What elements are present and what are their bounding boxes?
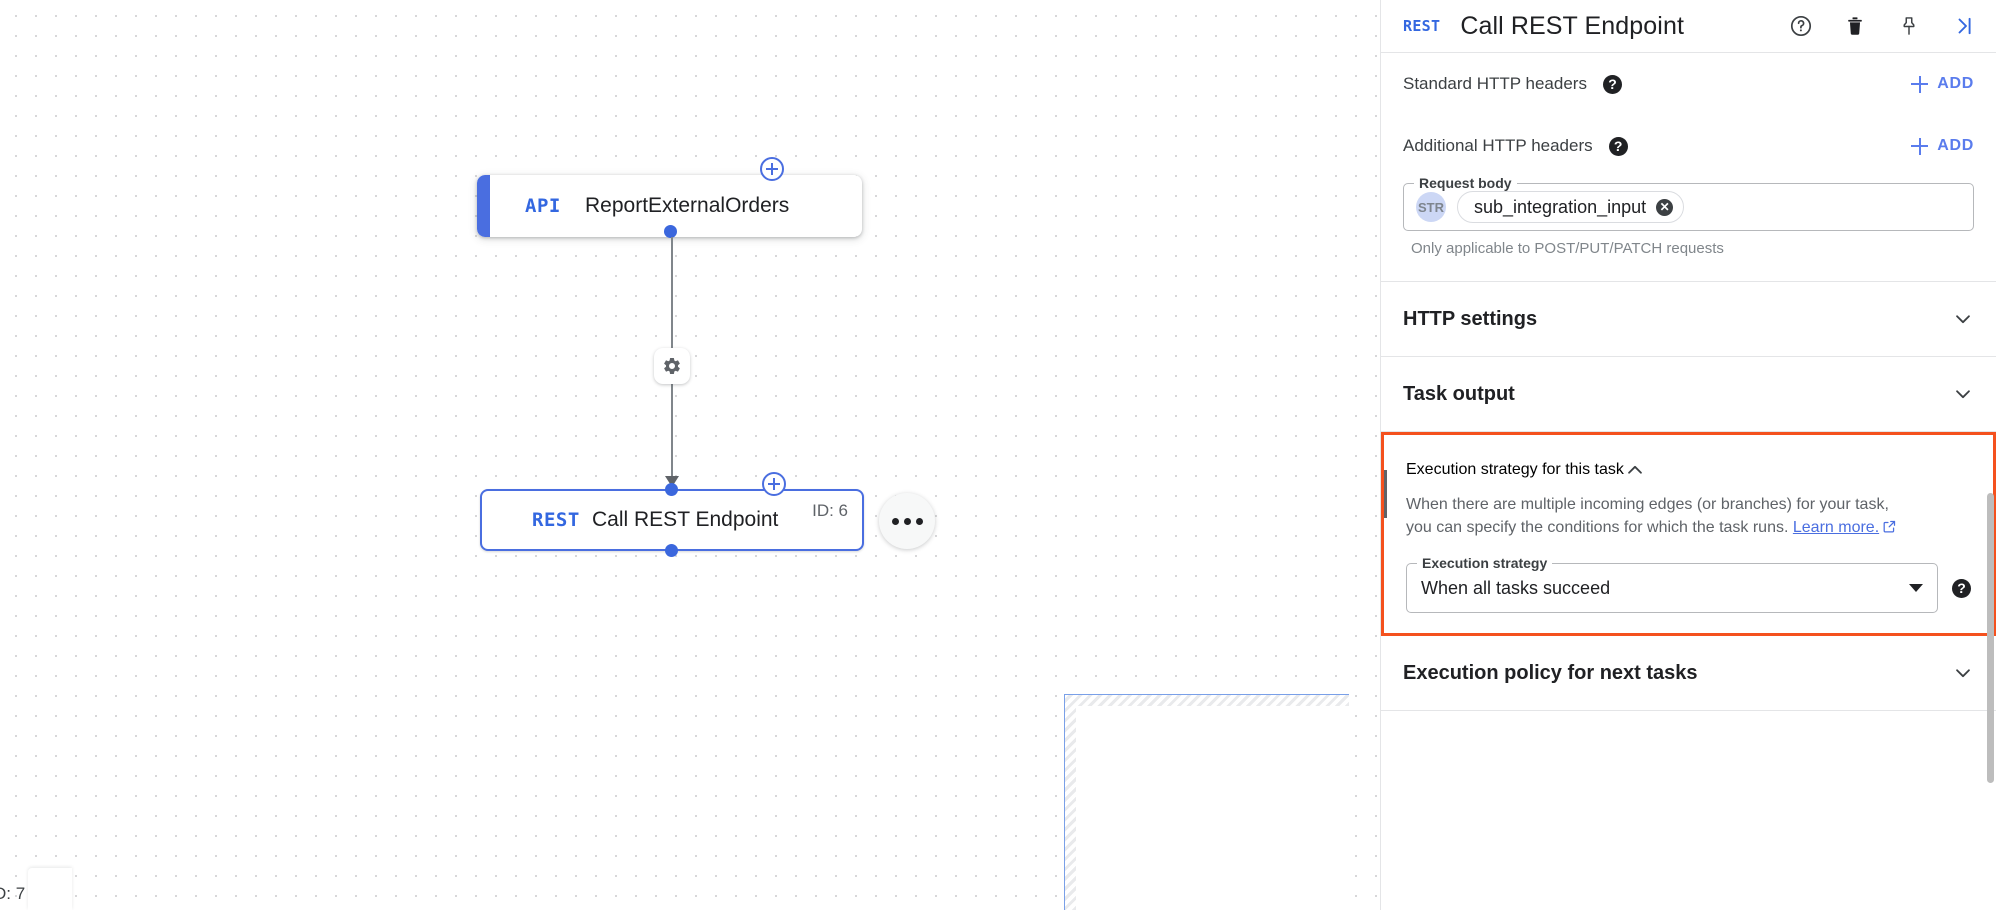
edge-arrow-icon [665, 476, 679, 487]
execution-strategy-select-wrapper: Execution strategy When all tasks succee… [1384, 541, 1993, 633]
canvas-corner-plate [28, 868, 72, 910]
node-type-badge: API [525, 195, 561, 217]
minimap-inner [1076, 706, 1349, 910]
node-type-badge: REST [532, 509, 580, 531]
divider [1381, 431, 1996, 432]
section-execution-policy[interactable]: Execution policy for next tasks [1381, 636, 1996, 710]
section-title: Execution policy for next tasks [1403, 661, 1698, 684]
gear-icon[interactable] [654, 348, 690, 384]
add-node-handle-api[interactable] [760, 157, 784, 181]
panel-type-badge: REST [1403, 17, 1441, 35]
help-icon[interactable]: ? [1952, 578, 1971, 598]
execution-strategy-legend: Execution strategy [1417, 555, 1553, 572]
chevron-down-icon[interactable] [1952, 662, 1974, 684]
section-task-output[interactable]: Task output [1381, 357, 1996, 431]
request-body-legend: Request body [1414, 175, 1517, 191]
more-options-icon[interactable] [879, 493, 935, 549]
page-title: Call REST Endpoint [1460, 11, 1685, 40]
divider [1381, 281, 1996, 282]
section-description: When there are multiple incoming edges (… [1384, 481, 1993, 541]
add-standard-http-header-button[interactable]: ADD [1911, 75, 1974, 93]
execution-strategy-select[interactable]: Execution strategy When all tasks succee… [1406, 555, 1938, 614]
add-label: ADD [1937, 137, 1974, 154]
task-config-panel: REST Call REST Endpoint [1380, 0, 1996, 910]
collapse-right-icon[interactable] [1950, 13, 1976, 39]
chevron-down-icon[interactable] [1952, 308, 1974, 330]
variable-type-badge: STR [1416, 192, 1446, 222]
section-title: HTTP settings [1403, 307, 1538, 330]
external-link-icon[interactable] [1882, 518, 1897, 541]
panel-section-marker [1384, 470, 1387, 518]
request-body-hint: Only applicable to POST/PUT/PATCH reques… [1411, 240, 1724, 257]
canvas-minimap-panel[interactable] [1064, 694, 1349, 910]
divider [1381, 710, 1996, 712]
dot [903, 517, 911, 525]
section-title: Execution strategy for this task [1406, 461, 1624, 478]
add-label: ADD [1937, 75, 1974, 92]
section-header[interactable]: Execution strategy for this task [1384, 435, 1993, 481]
divider [1381, 356, 1996, 357]
variable-chip[interactable]: sub_integration_input ✕ [1457, 191, 1685, 223]
plus-icon [1911, 137, 1929, 155]
add-node-handle-rest[interactable] [762, 472, 786, 496]
dot [915, 517, 923, 525]
chevron-up-icon[interactable] [1624, 459, 1646, 481]
row-standard-http-headers: Standard HTTP headers ? ADD [1381, 53, 1996, 115]
dot [891, 517, 899, 525]
panel-scrollbar-thumb[interactable] [1987, 493, 1994, 783]
add-additional-http-header-button[interactable]: ADD [1911, 137, 1974, 155]
row-label: Standard HTTP headers [1403, 74, 1587, 93]
help-icon[interactable]: ? [1602, 74, 1622, 94]
chevron-down-icon[interactable] [1952, 383, 1974, 405]
section-title: Task output [1403, 382, 1515, 405]
pin-icon[interactable] [1896, 13, 1922, 39]
plus-icon [1911, 75, 1929, 93]
node-id-label: ID: 6 [812, 501, 848, 520]
execution-strategy-value: When all tasks succeed [1421, 577, 1611, 598]
learn-more-link[interactable]: Learn more. [1792, 519, 1880, 537]
panel-scrollbar-track[interactable] [1987, 53, 1995, 910]
node-api-output-port[interactable] [664, 225, 677, 238]
node-rest-output-port[interactable] [665, 544, 678, 557]
description-line-1: When there are multiple incoming edges (… [1406, 496, 1889, 513]
workflow-canvas[interactable]: API ReportExternalOrders REST Call REST … [0, 0, 1380, 910]
request-body-field[interactable]: Request body STR sub_integration_input ✕ [1403, 175, 1974, 231]
panel-body: Standard HTTP headers ? ADD Additional H… [1381, 53, 1996, 712]
close-icon[interactable]: ✕ [1656, 198, 1674, 216]
description-line-2: you can specify the conditions for which… [1406, 519, 1789, 537]
trash-icon[interactable] [1842, 13, 1868, 39]
node-rest-call-rest-endpoint[interactable]: REST Call REST Endpoint ID: 6 [480, 489, 864, 551]
variable-chip-label: sub_integration_input [1474, 196, 1647, 217]
chevron-down-icon[interactable] [1909, 584, 1923, 593]
panel-header-actions [1788, 13, 1976, 39]
node-label: Call REST Endpoint [592, 508, 779, 531]
section-execution-strategy[interactable]: Execution strategy for this task When th… [1381, 432, 1996, 637]
node-rest-input-port[interactable] [665, 483, 678, 496]
node-label: ReportExternalOrders [585, 194, 790, 217]
help-icon[interactable]: ? [1608, 136, 1628, 156]
help-circle-icon[interactable] [1788, 13, 1814, 39]
panel-header: REST Call REST Endpoint [1381, 0, 1996, 53]
node-accent-bar [477, 175, 490, 237]
row-additional-http-headers: Additional HTTP headers ? ADD [1381, 115, 1996, 177]
row-label: Additional HTTP headers [1403, 136, 1593, 155]
canvas-corner-node-id: D: 7 [0, 884, 26, 903]
section-http-settings[interactable]: HTTP settings [1381, 282, 1996, 356]
